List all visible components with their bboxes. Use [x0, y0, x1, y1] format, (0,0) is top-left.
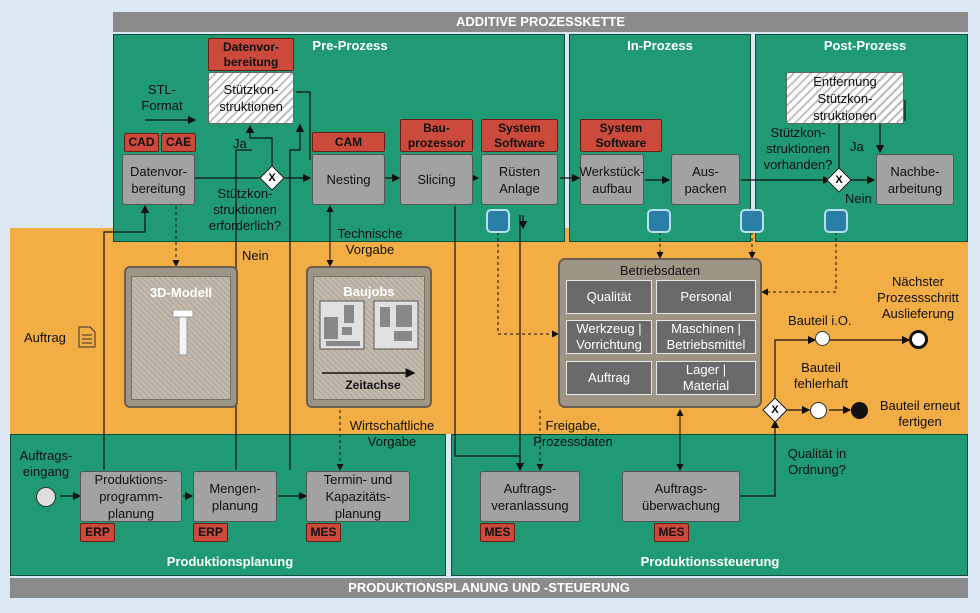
label-bauteil-erneut-fertigen: Bauteil erneut fertigen: [879, 398, 961, 429]
box-slicing[interactable]: Slicing: [400, 154, 473, 205]
start-event: [36, 487, 56, 507]
label-bauteil-io: Bauteil i.O.: [788, 313, 852, 328]
document-icon: [78, 326, 96, 348]
post-process-title: Post-Prozess: [823, 38, 907, 53]
box-nachbearbeitung[interactable]: Nachbe- arbeitung: [876, 154, 954, 205]
box-stuetzkonstruktionen[interactable]: Stützkon- struktionen: [208, 72, 294, 124]
label-nein-1: Nein: [242, 248, 269, 263]
data-personal: Personal: [656, 280, 756, 314]
in-process-title: In-Prozess: [627, 38, 693, 53]
data-lager: Lager | Material: [656, 361, 756, 395]
label-freigabe-prozessdaten: Freigabe, Prozessdaten: [533, 418, 613, 449]
production-control-title: Produktionssteuerung: [640, 554, 780, 569]
tag-mes-3: MES: [654, 523, 689, 542]
label-stl-format: STL- Format: [141, 82, 183, 113]
tag-mes-2: MES: [480, 523, 515, 542]
tablet-icon-3: [740, 209, 764, 233]
production-planning-title: Produktionsplanung: [166, 554, 294, 569]
tag-system-software-2: System Software: [580, 119, 662, 152]
box-auspacken[interactable]: Aus- packen: [671, 154, 740, 205]
label-naechster-prozessschritt: Nächster Prozessschritt Auslieferung: [877, 274, 959, 321]
ppc-footer-band: PRODUKTIONSPLANUNG UND -STEUERUNG: [10, 578, 968, 598]
box-auftragsueberwachung[interactable]: Auftrags- überwachung: [622, 471, 740, 522]
baujobs-layout-icon: [319, 300, 419, 378]
pre-process-title: Pre-Prozess: [312, 38, 388, 53]
label-auftrag: Auftrag: [24, 330, 66, 345]
label-stuetz-erforderlich: Stützkon- struktionen erforderlich?: [208, 186, 282, 233]
label-bauteil-fehlerhaft: Bauteil fehlerhaft: [793, 360, 849, 391]
label-nein-2: Nein: [845, 191, 872, 206]
box-termin-kapazitaetsplanung[interactable]: Termin- und Kapazitäts- planung: [306, 471, 410, 522]
post-process-panel: [755, 34, 968, 242]
data-qualitaet: Qualität: [566, 280, 652, 314]
tag-mes-1: MES: [306, 523, 341, 542]
gateway-x-symbol-1: X: [268, 172, 276, 184]
error-event-icon: [810, 402, 827, 419]
screw-icon: [172, 310, 194, 356]
store-3d-modell-title: 3D-Modell: [149, 285, 213, 300]
tablet-icon-2: [647, 209, 671, 233]
additive-process-chain-header: ADDITIVE PROZESSKETTE: [113, 12, 968, 32]
box-entfernung-stuetzkonstruktionen[interactable]: Entfernung Stützkon- struktionen: [786, 72, 904, 124]
message-event-icon: [851, 402, 868, 419]
tag-system-software-1: System Software: [481, 119, 558, 152]
baujobs-axis-label: Zeitachse: [345, 378, 401, 392]
box-werkstueckaufbau[interactable]: Werkstück- aufbau: [580, 154, 644, 205]
gateway-x-symbol-2: X: [835, 174, 843, 186]
label-ja-1: Ja: [233, 136, 247, 151]
tablet-icon-1: [486, 209, 510, 233]
end-event: [909, 330, 928, 349]
store-betriebsdaten-title: Betriebsdaten: [619, 263, 701, 278]
box-datenvorbereitung[interactable]: Datenvor- bereitung: [122, 154, 195, 205]
label-stuetz-vorhanden: Stützkon- struktionen vorhanden?: [763, 125, 833, 172]
store-baujobs-title: Baujobs: [343, 284, 395, 299]
tag-erp-1: ERP: [80, 523, 115, 542]
label-qualitaet-in-ordnung: Qualität in Ordnung?: [787, 446, 847, 477]
label-wirtschaftliche-vorgabe: Wirtschaftliche Vorgabe: [349, 418, 435, 449]
label-auftragseingang: Auftrags- eingang: [19, 448, 73, 479]
box-auftragsveranlassung[interactable]: Auftrags- veranlassung: [480, 471, 580, 522]
box-nesting[interactable]: Nesting: [312, 154, 385, 205]
box-ruesten-anlage[interactable]: Rüsten Anlage: [481, 154, 558, 205]
tag-datenvorbereitung: Datenvor- bereitung: [208, 38, 294, 71]
tag-cad: CAD: [124, 133, 159, 152]
box-produktionsprogrammplanung[interactable]: Produktions- programm- planung: [80, 471, 182, 522]
tag-erp-2: ERP: [193, 523, 228, 542]
report-icon: [815, 331, 830, 346]
box-mengenplanung[interactable]: Mengen- planung: [193, 471, 277, 522]
data-maschinen: Maschinen | Betriebsmittel: [656, 320, 756, 354]
data-werkzeug: Werkzeug | Vorrichtung: [566, 320, 652, 354]
label-ja-2: Ja: [850, 139, 864, 154]
tag-cam: CAM: [312, 132, 385, 152]
tag-cae: CAE: [161, 133, 196, 152]
label-technische-vorgabe: Technische Vorgabe: [337, 226, 403, 257]
tablet-icon-4: [824, 209, 848, 233]
data-auftrag: Auftrag: [566, 361, 652, 395]
gateway-x-symbol-3: X: [771, 404, 779, 416]
tag-bauprozessor: Bau- prozessor: [400, 119, 473, 152]
